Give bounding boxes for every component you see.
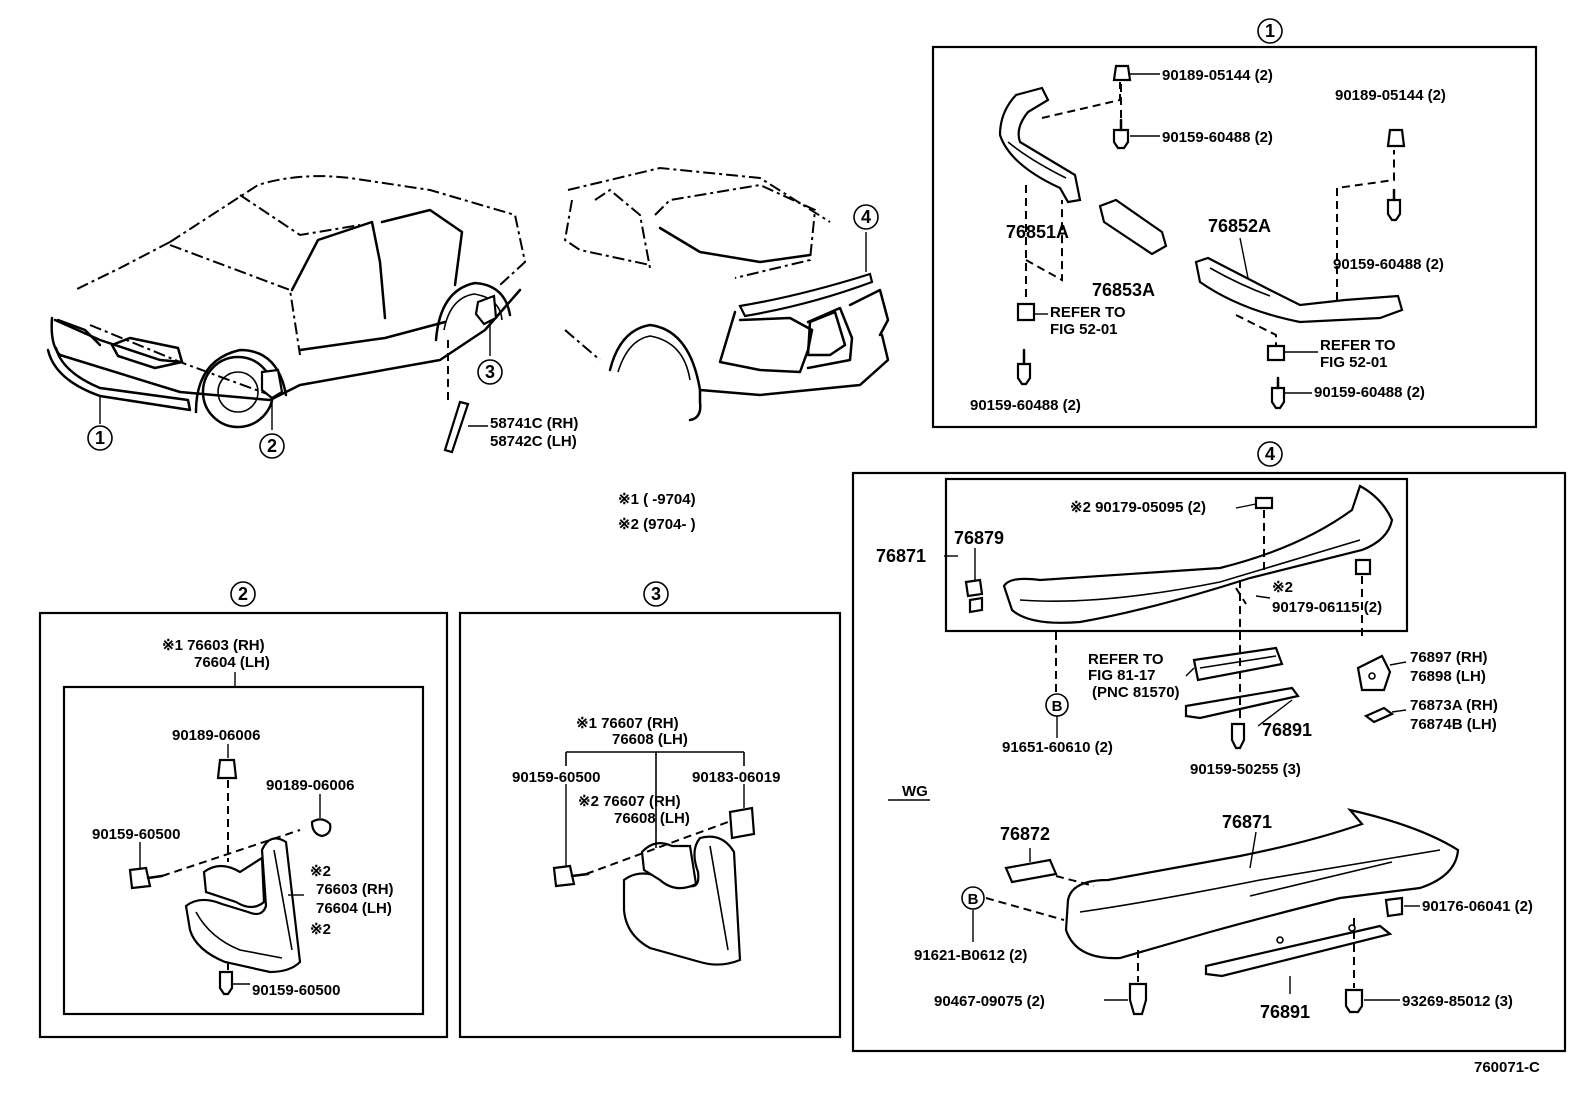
s4-part-90179-06115: 90179-06115 (2) bbox=[1272, 599, 1382, 616]
callout-3: 3 bbox=[485, 362, 495, 382]
callout-circle-2 bbox=[259, 433, 285, 459]
s2-part-90189-06006-b: 90189-06006 bbox=[266, 777, 354, 794]
s1-part-90159-60488-c: 90159-60488 (2) bbox=[970, 397, 1081, 414]
s1-part-90189-05144-b: 90189-05144 (2) bbox=[1335, 87, 1446, 104]
rear-car-illustration bbox=[563, 166, 890, 422]
s4-wg-label: WG bbox=[902, 783, 928, 800]
note-2: ※2 (9704- ) bbox=[618, 516, 696, 533]
s4-ref-b-lower: B bbox=[968, 891, 979, 908]
s2-part-90189-06006-a: 90189-06006 bbox=[172, 727, 260, 744]
section1-circle bbox=[1257, 18, 1283, 44]
section3-label: 3 bbox=[651, 584, 661, 604]
s1-ref-a2: FIG 52-01 bbox=[1050, 321, 1118, 338]
s4-part-76879: 76879 bbox=[954, 528, 1004, 548]
s4-part-76872: 76872 bbox=[1000, 824, 1050, 844]
s4-part-90467-09075: 90467-09075 (2) bbox=[934, 993, 1045, 1010]
part-58741c: 58741C (RH) bbox=[490, 415, 578, 432]
note-1: ※1 ( -9704) bbox=[618, 491, 696, 508]
s1-ref-b2: FIG 52-01 bbox=[1320, 354, 1388, 371]
section2-box bbox=[38, 611, 449, 1039]
diagram-code: 760071-C bbox=[1474, 1059, 1540, 1076]
s4-part-76898: 76898 (LH) bbox=[1410, 668, 1486, 685]
part-58742c: 58742C (LH) bbox=[490, 433, 577, 450]
s4-part-76871-lower: 76871 bbox=[1222, 812, 1272, 832]
section2-parts bbox=[128, 744, 332, 996]
front-car-illustration bbox=[46, 175, 527, 454]
s4-part-90159-50255: 90159-50255 (3) bbox=[1190, 761, 1301, 778]
section1-box bbox=[931, 45, 1538, 429]
section3-parts bbox=[552, 751, 756, 966]
s2-part-76603-top: ※1 76603 (RH) bbox=[162, 637, 265, 654]
s2-part-76604-top: 76604 (LH) bbox=[194, 654, 270, 671]
section4-circle bbox=[1257, 441, 1283, 467]
s2-part-90159-60500-b: 90159-60500 bbox=[252, 982, 340, 999]
s4-part-76891-upper: 76891 bbox=[1262, 720, 1312, 740]
s3-part-90183-06019: 90183-06019 bbox=[692, 769, 780, 786]
s4-ref-1: REFER TO bbox=[1088, 651, 1164, 668]
s1-part-90159-60488-a: 90159-60488 (2) bbox=[1162, 129, 1273, 146]
s3-part-76608-mid: 76608 (LH) bbox=[614, 810, 690, 827]
section4-box bbox=[851, 471, 1567, 1053]
s4-part-76871-upper: 76871 bbox=[876, 546, 926, 566]
s2-part-90159-60500-a: 90159-60500 bbox=[92, 826, 180, 843]
s1-part-76852a: 76852A bbox=[1208, 216, 1271, 236]
s2-part-76603-mid: 76603 (RH) bbox=[316, 881, 394, 898]
callout-circle-4 bbox=[853, 204, 879, 230]
s2-part-76604-mid: 76604 (LH) bbox=[316, 900, 392, 917]
s4-part-91651-60610: 91651-60610 (2) bbox=[1002, 739, 1113, 756]
section1-parts bbox=[998, 64, 1406, 410]
s3-part-90159-60500: 90159-60500 bbox=[512, 769, 600, 786]
section4-inner-box bbox=[944, 477, 1409, 633]
s4-ref-3: (PNC 81570) bbox=[1092, 684, 1180, 701]
s4-part-76873a: 76873A (RH) bbox=[1410, 697, 1498, 714]
callout-2: 2 bbox=[267, 436, 277, 456]
section4-parts bbox=[888, 484, 1460, 1016]
section1-label: 1 bbox=[1265, 21, 1275, 41]
callout-circle-3 bbox=[477, 359, 503, 385]
s2-note-x2-a: ※2 bbox=[310, 863, 331, 880]
callout-4: 4 bbox=[861, 207, 871, 227]
callout-circle-1 bbox=[87, 425, 113, 451]
s4-part-91621-b0612: 91621-B0612 (2) bbox=[914, 947, 1027, 964]
s4-part-76874b: 76874B (LH) bbox=[1410, 716, 1497, 733]
s4-ref-b-upper: B bbox=[1052, 698, 1063, 715]
s1-ref-a1: REFER TO bbox=[1050, 304, 1126, 321]
callout-1: 1 bbox=[95, 428, 105, 448]
s1-part-90159-60488-d: 90159-60488 (2) bbox=[1314, 384, 1425, 401]
s1-part-90159-60488-b: 90159-60488 (2) bbox=[1333, 256, 1444, 273]
s3-part-76607-mid: ※2 76607 (RH) bbox=[578, 793, 681, 810]
section2-circle bbox=[230, 581, 256, 607]
s2-note-x2-b: ※2 bbox=[310, 921, 331, 938]
s4-part-93269-85012: 93269-85012 (3) bbox=[1402, 993, 1513, 1010]
s1-part-76853a: 76853A bbox=[1092, 280, 1155, 300]
section3-box bbox=[458, 611, 842, 1039]
section3-circle bbox=[643, 581, 669, 607]
s1-part-90189-05144-a: 90189-05144 (2) bbox=[1162, 67, 1273, 84]
s1-part-76851a: 76851A bbox=[1006, 222, 1069, 242]
s4-part-90176-06041: 90176-06041 (2) bbox=[1422, 898, 1533, 915]
s4-part-76891-lower: 76891 bbox=[1260, 1002, 1310, 1022]
s4-ref-2: FIG 81-17 bbox=[1088, 667, 1156, 684]
s3-part-76607-top: ※1 76607 (RH) bbox=[576, 715, 679, 732]
s4-part-76897: 76897 (RH) bbox=[1410, 649, 1488, 666]
s4-note-x2: ※2 bbox=[1272, 579, 1293, 596]
s4-part-90179-05095: ※2 90179-05095 (2) bbox=[1070, 499, 1206, 516]
s1-ref-b1: REFER TO bbox=[1320, 337, 1396, 354]
section2-label: 2 bbox=[238, 584, 248, 604]
section2-inner-box bbox=[62, 685, 425, 1016]
s3-part-76608-top: 76608 (LH) bbox=[612, 731, 688, 748]
section4-label: 4 bbox=[1265, 444, 1275, 464]
